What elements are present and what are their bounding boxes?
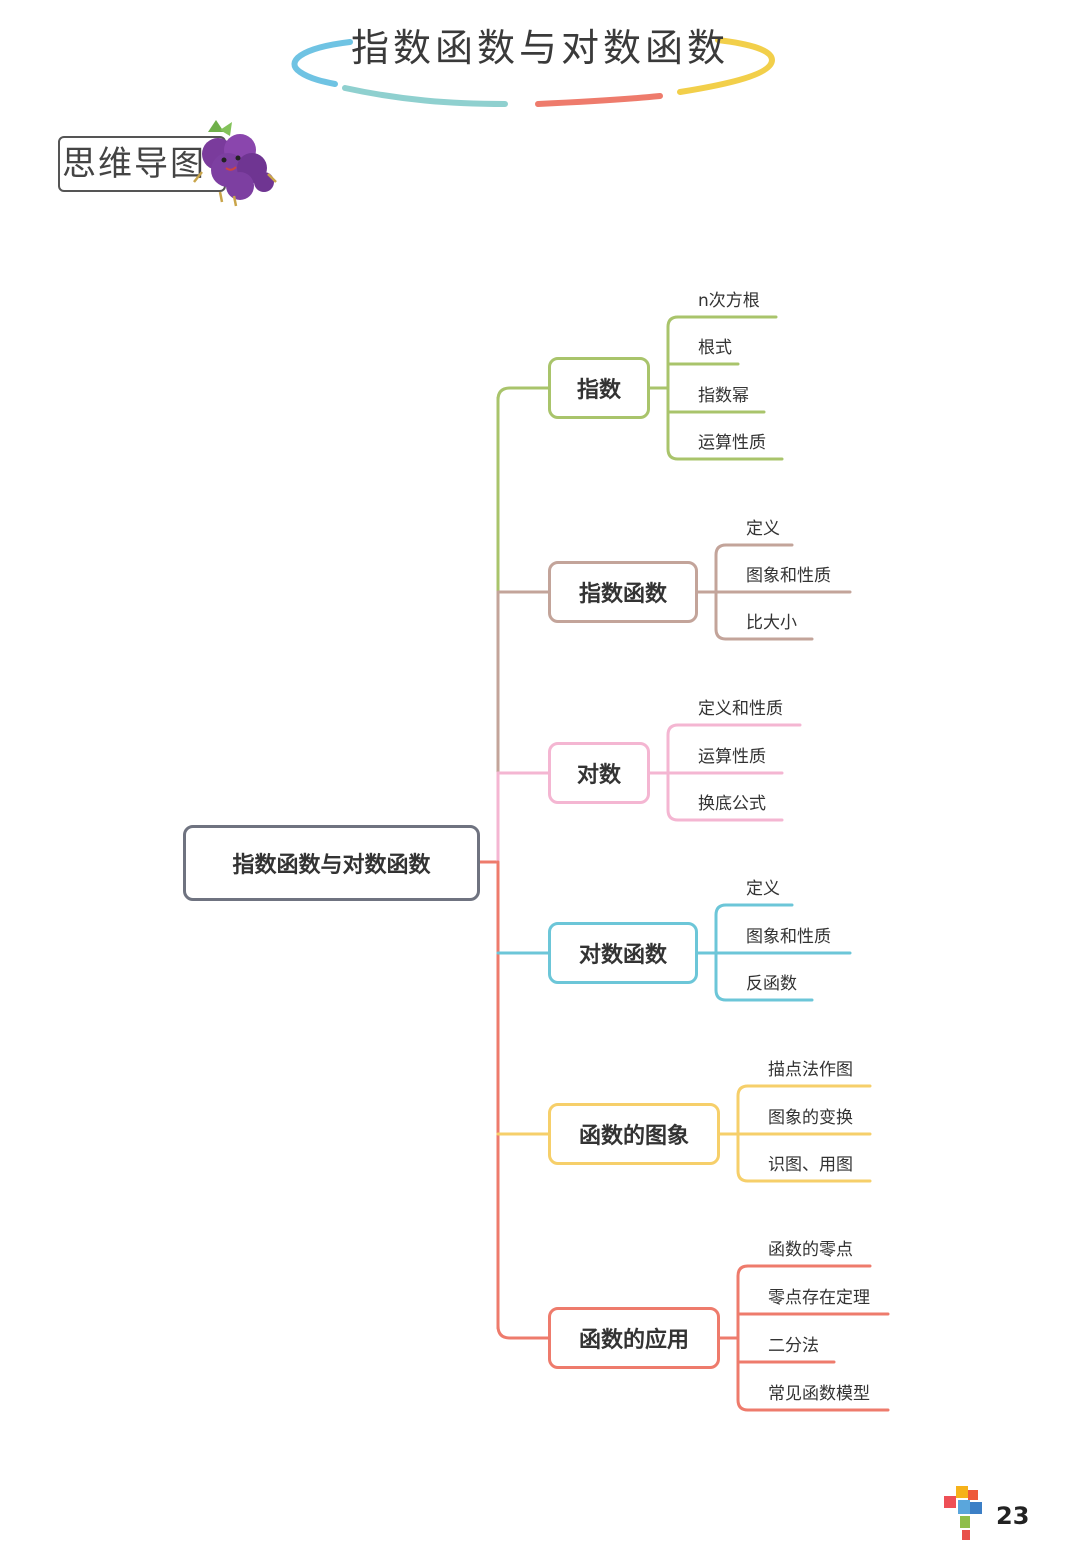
leaf-topic: 常见函数模型 xyxy=(768,1384,870,1404)
leaf-topic: 反函数 xyxy=(746,974,797,994)
leaf-topic: 零点存在定理 xyxy=(768,1288,870,1308)
connector-curve xyxy=(666,315,680,461)
page-title: 指数函数与对数函数 xyxy=(350,26,729,70)
branch-node: 指数函数 xyxy=(548,561,698,623)
branch-node: 对数 xyxy=(548,742,650,804)
mindmap-tag-label: 思维导图 xyxy=(62,144,206,184)
publisher-logo-icon xyxy=(944,1486,982,1540)
branch-node: 函数的图象 xyxy=(548,1103,720,1165)
leaf-topic: 定义和性质 xyxy=(698,699,783,719)
leaf-topic: 换底公式 xyxy=(698,794,766,814)
leaf-topic: 比大小 xyxy=(746,613,797,633)
connector-curve xyxy=(496,386,550,402)
leaf-topic: 根式 xyxy=(698,338,732,358)
leaf-topic: 运算性质 xyxy=(698,747,766,767)
leaf-topic: 定义 xyxy=(746,879,780,899)
leaf-topic: 运算性质 xyxy=(698,433,766,453)
leaf-topic: 图象和性质 xyxy=(746,566,831,586)
grape-mascot-icon xyxy=(193,120,277,207)
leaf-topic: 图象的变换 xyxy=(768,1108,853,1128)
root-topic-node: 指数函数与对数函数 xyxy=(183,825,480,901)
branch-node: 函数的应用 xyxy=(548,1307,720,1369)
title-banner-decoration xyxy=(291,37,776,107)
leaf-topic: 识图、用图 xyxy=(768,1155,853,1175)
branch-node: 对数函数 xyxy=(548,922,698,984)
page-number: 23 xyxy=(996,1502,1030,1530)
leaf-topic: 定义 xyxy=(746,519,780,539)
branch-node: 指数 xyxy=(548,357,650,419)
leaf-topic: n次方根 xyxy=(698,291,760,311)
leaf-topic: 函数的零点 xyxy=(768,1240,853,1260)
leaf-topic: 指数幂 xyxy=(698,386,749,406)
connector-curve xyxy=(496,1324,550,1340)
leaf-topic: 图象和性质 xyxy=(746,927,831,947)
leaf-topic: 二分法 xyxy=(768,1336,819,1356)
connector-curve xyxy=(736,1264,750,1412)
leaf-topic: 描点法作图 xyxy=(768,1060,853,1080)
